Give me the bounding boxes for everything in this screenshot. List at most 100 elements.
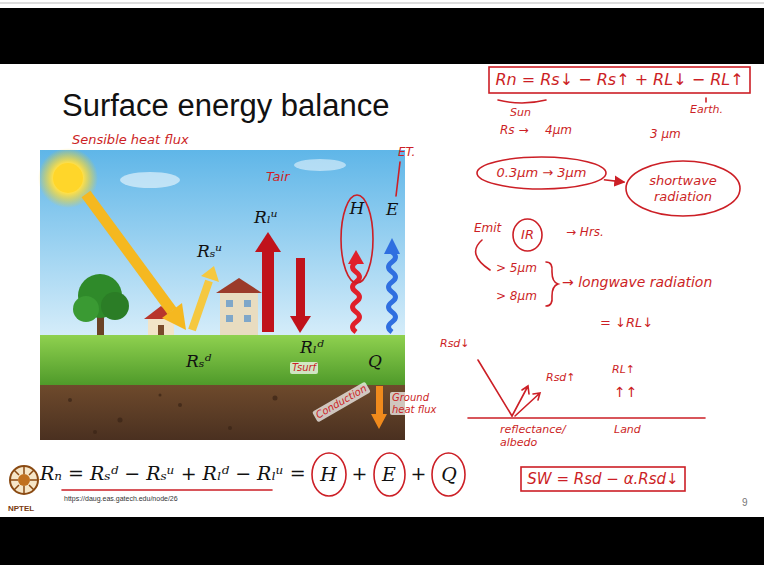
handwritten-note: Rs → — [500, 124, 528, 138]
handwritten-note: Conduction — [312, 382, 370, 422]
top-bar — [0, 8, 764, 64]
slide-number: 9 — [742, 497, 748, 509]
handwritten-note: → longwave radiation — [562, 274, 712, 290]
handwritten-note: ↑↑ — [614, 384, 637, 400]
node-text: H — [320, 463, 337, 486]
sensible-heat-arrow — [353, 262, 360, 332]
cloud — [294, 159, 346, 171]
connector-arrow — [604, 180, 625, 182]
sw-box: SW = Rsd − α.Rsd↓ — [520, 466, 686, 492]
logo-core — [18, 474, 30, 486]
building-window — [226, 300, 233, 307]
handwritten-note: RL↑ — [612, 364, 635, 377]
ground-heat-arrow — [376, 386, 383, 416]
soil-grain — [159, 394, 162, 397]
node-text: E — [382, 463, 396, 486]
bottom-bar — [0, 517, 764, 565]
logo-text: NPTEL — [8, 504, 34, 513]
handwritten-strokes — [62, 98, 706, 490]
flux-symbol: E — [386, 200, 398, 220]
handwritten-note: Sun — [510, 107, 531, 120]
shortwave-out-arrow — [192, 281, 209, 330]
tree-crown — [101, 292, 129, 320]
longwave-down-arrow — [296, 258, 305, 318]
flux-symbol: Rₛᵘ — [197, 242, 222, 262]
brace-stroke — [546, 262, 558, 306]
oval-outline — [312, 453, 346, 496]
soil-grain — [178, 403, 182, 407]
soil-grain — [93, 430, 97, 434]
latent-heat-arrow — [389, 252, 396, 332]
underline-stroke — [62, 489, 272, 491]
box-outline — [521, 467, 685, 491]
handwritten-note: Rsd↓ — [440, 338, 470, 351]
nptel-logo — [10, 466, 38, 494]
arrow-head — [162, 303, 186, 330]
handwritten-note: 3 μm — [650, 128, 681, 142]
energy-equation: Rₙ = Rₛᵈ − Rₛᵘ + Rₗᵈ − Rₗᵘ = — [40, 463, 306, 485]
soil-grain — [118, 418, 123, 423]
handwritten-note: Earth. — [690, 104, 723, 117]
formula-box: Rn = Rs↓ − Rs↑ + RL↓ − RL↑ — [488, 66, 751, 94]
house-door — [158, 325, 164, 336]
arrow-head — [255, 232, 281, 252]
handwritten-note: Tsurf — [290, 362, 318, 374]
handwritten-note: Ground heat flux — [390, 392, 450, 415]
node-text: H — [350, 198, 365, 218]
cloud — [120, 172, 180, 188]
ground-line — [468, 417, 705, 419]
slide-title: Surface energy balance — [62, 88, 389, 124]
flux-symbol: Rₗᵈ — [300, 338, 324, 358]
source-url: https://daug.eas.gatech.edu/node/26 — [64, 495, 178, 503]
box-outline — [489, 67, 750, 93]
node-text: SW = Rsd − α.Rsd↓ — [527, 470, 678, 488]
shortwave-in-arrow — [86, 194, 172, 311]
soil-grain — [68, 398, 72, 402]
tree-crown — [73, 296, 99, 322]
reflected-ray — [515, 393, 540, 416]
arrow-head — [371, 414, 387, 429]
handwritten-note: reflectance/ albedo — [500, 424, 580, 449]
handwritten-note: → Hrs. — [566, 226, 604, 240]
pointer-stroke — [476, 240, 490, 270]
arrow-head — [348, 250, 364, 264]
handwritten-note: > 5μm — [496, 262, 537, 276]
flux-symbol: Rₛᵈ — [186, 352, 211, 372]
leader-line — [396, 162, 400, 196]
soil-grain — [228, 426, 232, 430]
pointer-stroke — [705, 98, 707, 102]
handwritten-note: Rsd↑ — [546, 372, 576, 385]
building-wall — [220, 292, 258, 337]
wavelength-oval: 0.3μm → 3μm — [476, 156, 607, 190]
logo-ring — [10, 466, 38, 494]
node-text: IR — [521, 227, 534, 243]
oval-outline — [374, 453, 405, 496]
ir-oval: IR — [512, 218, 543, 252]
node-text: 0.3μm → 3μm — [497, 165, 587, 181]
logo-rays — [10, 466, 38, 494]
node-text: shortwave radiation — [644, 173, 722, 204]
flux-symbol: Q — [368, 352, 382, 372]
handwritten-note: > 8μm — [496, 290, 537, 304]
handwritten-note: = ↓RL↓ — [600, 316, 653, 331]
flux-circle: E — [373, 452, 406, 497]
handwritten-note: 4μm — [545, 124, 572, 138]
node-text: Rn = Rs↓ − Rs↑ + RL↓ − RL↑ — [495, 70, 743, 89]
oval-outline — [626, 161, 740, 216]
oval-outline — [513, 219, 542, 251]
brace-stroke — [498, 100, 546, 103]
oval-outline — [477, 157, 606, 189]
plus-sign: + — [352, 463, 368, 485]
building-window — [226, 315, 233, 322]
handwritten-note: ET. — [398, 146, 415, 160]
flux-circle: Q — [431, 452, 466, 497]
grass — [40, 335, 405, 385]
node-text: Q — [441, 463, 457, 486]
arrow-head — [290, 316, 311, 333]
building-window — [244, 315, 251, 322]
oval-outline — [341, 195, 373, 283]
longwave-up-arrow — [262, 250, 274, 332]
